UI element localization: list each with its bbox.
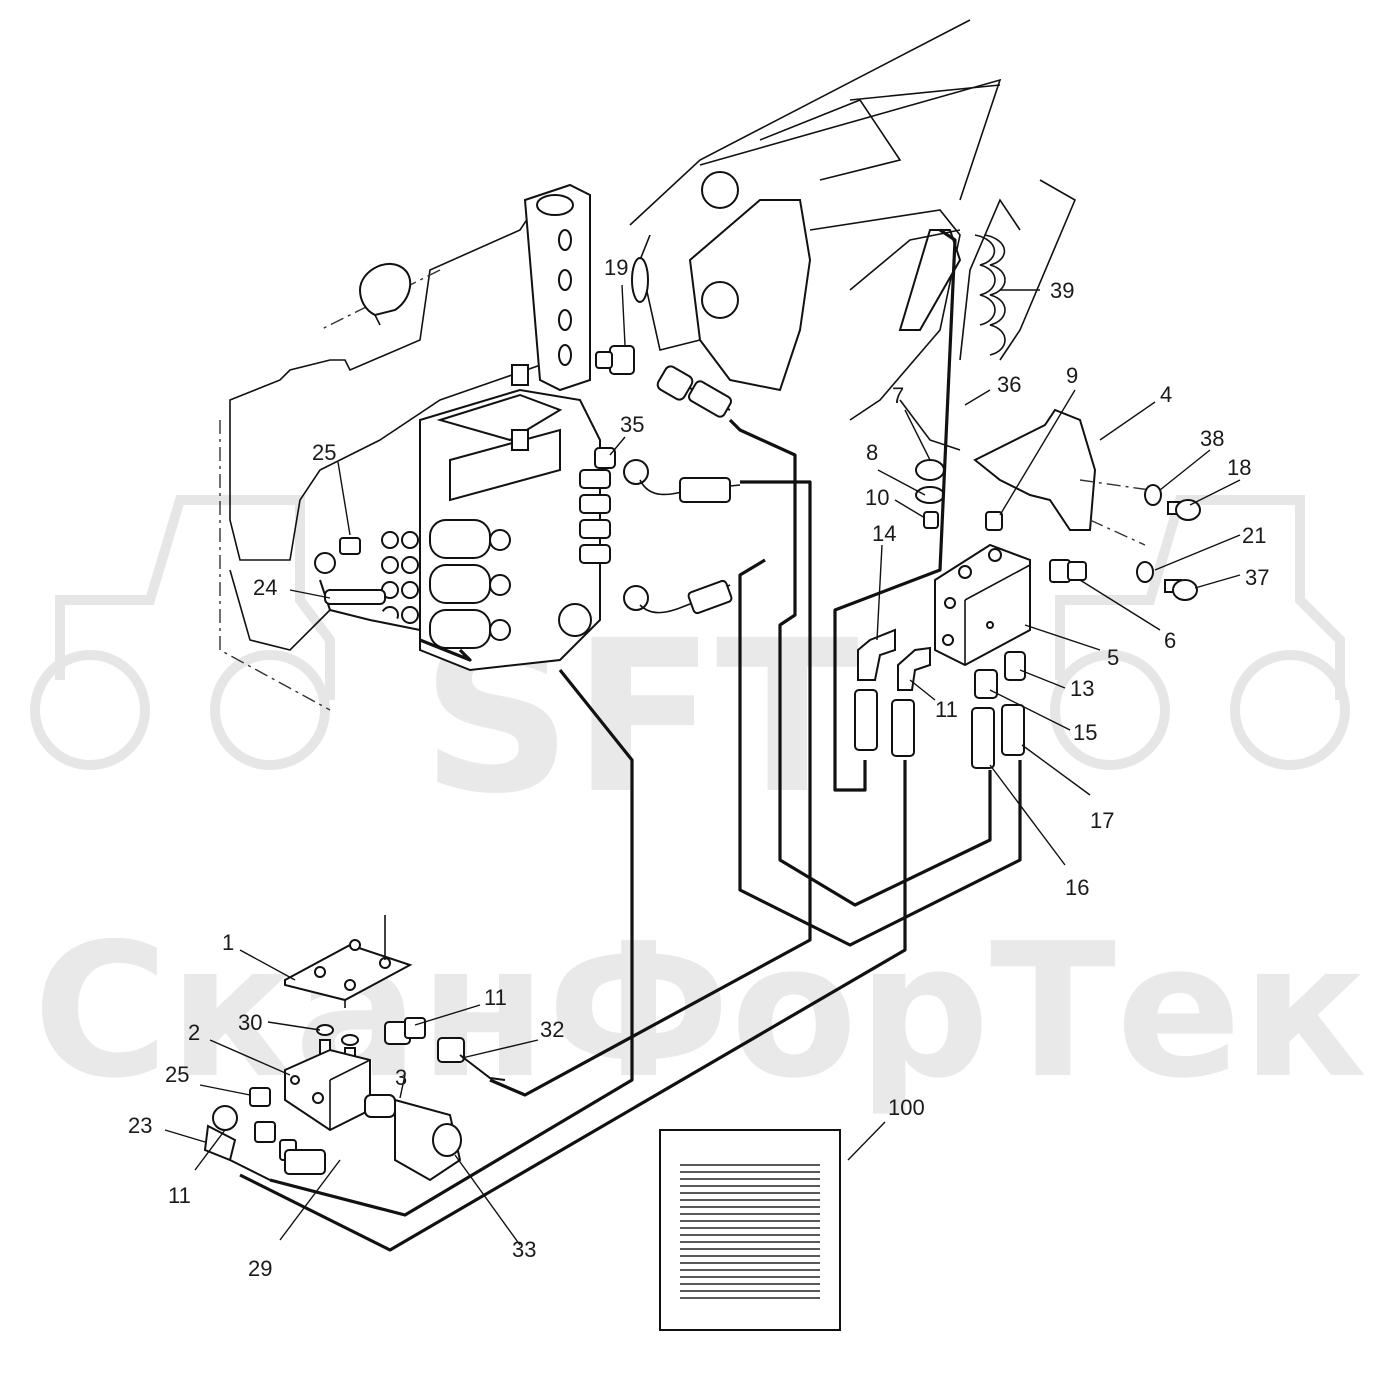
screw-37	[1136, 561, 1198, 601]
callout-23: 23	[128, 1113, 152, 1138]
callout-30: 30	[238, 1010, 262, 1035]
callout-39: 39	[1050, 278, 1074, 303]
hose-lower	[623, 579, 733, 615]
callout-17: 17	[1090, 808, 1114, 833]
callout-2: 2	[188, 1020, 200, 1045]
callout-11-lower: 11	[168, 1183, 191, 1208]
callout-16: 16	[1065, 875, 1089, 900]
callout-9: 9	[1066, 363, 1078, 388]
callout-15: 15	[1073, 720, 1097, 745]
elbow-11-upper	[384, 1017, 426, 1045]
bracket-4	[973, 408, 1151, 546]
port-fittings-left	[381, 531, 419, 624]
fitting-19	[595, 345, 635, 375]
callout-13: 13	[1070, 676, 1094, 701]
callout-32: 32	[540, 1017, 564, 1042]
callout-24: 24	[253, 575, 277, 600]
joystick-knob-icon	[358, 263, 412, 326]
callout-21: 21	[1242, 523, 1266, 548]
spool-stack	[579, 469, 611, 564]
callout-38: 38	[1200, 426, 1224, 451]
callout-100: 100	[888, 1095, 925, 1120]
fittings-13-15	[971, 651, 1026, 769]
mounting-bracket	[523, 183, 591, 392]
callout-4: 4	[1160, 382, 1172, 407]
distribution-block	[934, 543, 1031, 667]
callout-14: 14	[872, 521, 896, 546]
loader-boom-frame	[629, 19, 1077, 451]
plate-1	[284, 915, 413, 1008]
callout-7: 7	[892, 383, 904, 408]
hydraulic-pipes	[239, 228, 1022, 1252]
legend-box	[659, 1129, 841, 1331]
callout-6: 6	[1164, 628, 1176, 653]
fitting-7-8-10	[915, 459, 945, 529]
watermark: SFT СканФорТек	[30, 495, 1367, 1119]
hose-clamp	[974, 234, 1006, 356]
hose-32	[437, 1037, 506, 1081]
callout-29: 29	[248, 1256, 272, 1281]
watermark-tractor-left-icon	[30, 495, 335, 770]
callout-19: 19	[604, 255, 628, 280]
callout-36: 36	[997, 372, 1021, 397]
fitting-35	[594, 447, 616, 469]
hose-middle	[623, 459, 741, 503]
callout-33: 33	[512, 1237, 536, 1262]
elbow-14	[854, 628, 896, 751]
watermark-company: СканФорТек	[33, 903, 1367, 1119]
callout-5: 5	[1107, 645, 1119, 670]
control-valve-block	[381, 364, 611, 672]
solenoid-3	[364, 1094, 462, 1182]
callout-25-lower: 25	[165, 1062, 189, 1087]
hose-29	[229, 1149, 326, 1181]
valve-cap-icon	[558, 603, 592, 637]
solenoid-coils	[429, 519, 511, 649]
callout-8: 8	[866, 440, 878, 465]
manifold-2	[284, 1048, 371, 1132]
callouts: 1 2 3 4 5 6 7 8 9 10 11 11 11 13 14 15 1…	[128, 255, 1269, 1281]
callout-37: 37	[1245, 565, 1269, 590]
hose-24	[314, 537, 421, 631]
callout-18: 18	[1227, 455, 1251, 480]
fitting-9	[985, 511, 1003, 531]
callout-11-right: 11	[935, 697, 958, 722]
callout-3: 3	[395, 1065, 407, 1090]
screw-18	[1144, 484, 1201, 521]
fitting-6	[1049, 559, 1087, 583]
callout-10: 10	[865, 485, 889, 510]
leader-lines	[164, 284, 1241, 1246]
watermark-tractor-right-icon	[1050, 495, 1350, 770]
elbow-11	[891, 646, 931, 757]
top-fitting	[511, 364, 529, 386]
callout-11-upper: 11	[484, 985, 507, 1010]
hose-upper	[656, 365, 732, 418]
callout-1: 1	[222, 930, 234, 955]
callout-25-upper: 25	[312, 440, 336, 465]
callout-35: 35	[620, 412, 644, 437]
pivot-hole-icon	[701, 281, 739, 319]
